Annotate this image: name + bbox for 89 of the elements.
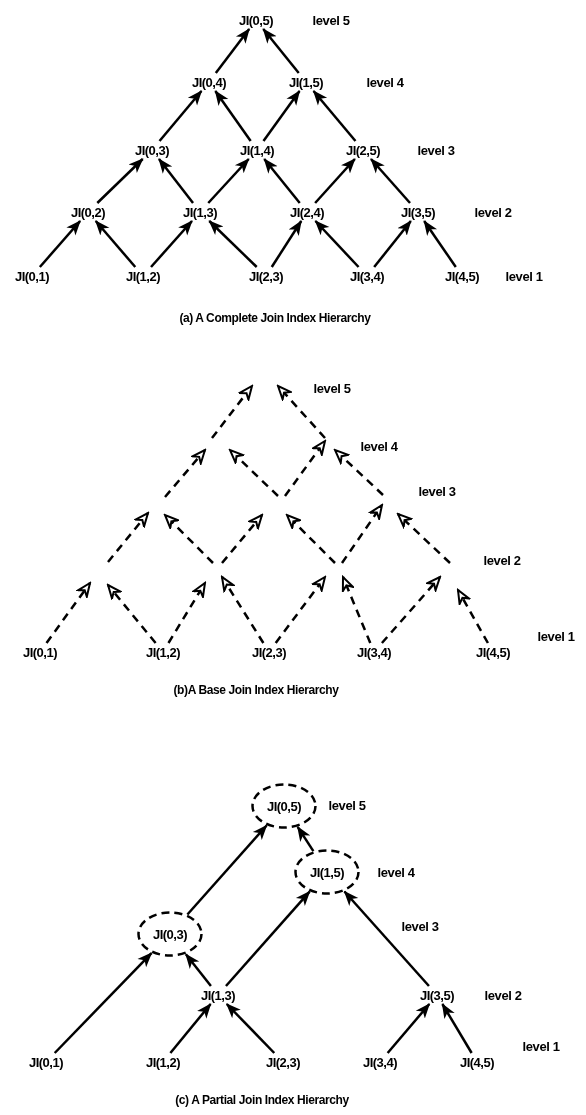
arrow [186, 824, 268, 916]
level-label: level 5 [328, 797, 366, 813]
panel-caption: (a) A Complete Join Index Hierarchy [179, 311, 371, 325]
panel-caption: (b)A Base Join Index Hierarchy [173, 683, 339, 697]
dashed-arrow [107, 584, 157, 644]
arrow [214, 90, 252, 142]
dashed-ellipse-node [137, 911, 203, 957]
dashed-arrow [167, 582, 207, 644]
index-label: JI(4,5) [467, 643, 519, 661]
arrow [270, 220, 303, 268]
index-label: JI(1,3) [174, 203, 226, 221]
dashed-arrow [381, 576, 441, 644]
level-label: level 1 [505, 268, 543, 284]
arrow [150, 220, 193, 268]
index-label: JI(3,5) [411, 986, 463, 1004]
index-label: JI(0,1) [20, 1053, 72, 1071]
level-label: level 2 [483, 552, 521, 568]
dashed-arrow [45, 582, 91, 644]
arrow [94, 220, 137, 268]
level-label: level 2 [474, 204, 512, 220]
arrow [312, 90, 357, 142]
arrow [373, 220, 412, 268]
dashed-arrow [456, 589, 489, 644]
index-label: JI(0,2) [62, 203, 114, 221]
level-label: level 4 [377, 864, 415, 880]
index-label: JI(0,5) [230, 11, 282, 29]
index-label: JI(3,4) [354, 1053, 406, 1071]
arrow [38, 220, 82, 268]
arrow [158, 158, 194, 204]
arrow [314, 220, 360, 268]
index-label: JI(2,4) [281, 203, 333, 221]
panel-caption: (c) A Partial Join Index Hierarchy [175, 1093, 349, 1107]
index-label: JI(4,5) [451, 1053, 503, 1071]
index-label: JI(1,5) [280, 73, 332, 91]
index-label: JI(0,5) [266, 798, 302, 814]
level-label: level 1 [537, 628, 575, 644]
index-label: JI(1,2) [117, 267, 169, 285]
index-label: JI(2,3) [240, 267, 292, 285]
arrow [343, 890, 430, 987]
level-label: level 3 [401, 918, 439, 934]
arrow [423, 220, 457, 268]
arrow [386, 1003, 431, 1054]
arrow [208, 220, 258, 268]
level-label: level 5 [312, 12, 350, 28]
index-label: JI(0,1) [6, 267, 58, 285]
dashed-ellipse-node [294, 849, 360, 895]
index-label: JI(1,4) [231, 141, 283, 159]
arrow [158, 90, 203, 142]
arrow [53, 952, 153, 1054]
arrow [314, 158, 356, 204]
level-label: level 5 [313, 380, 351, 396]
dashed-arrow [274, 576, 326, 644]
level-label: level 4 [366, 74, 404, 90]
arrow [214, 28, 251, 74]
arrow [184, 953, 212, 987]
index-label: JI(1,3) [192, 986, 244, 1004]
index-label: JI(4,5) [436, 267, 488, 285]
index-label: JI(3,4) [341, 267, 393, 285]
level-label: level 2 [484, 987, 522, 1003]
arrow [370, 158, 411, 204]
index-label: JI(0,3) [126, 141, 178, 159]
index-label: JI(2,3) [243, 643, 295, 661]
level-label: level 3 [418, 483, 456, 499]
index-label: JI(3,4) [348, 643, 400, 661]
index-label: JI(0,4) [183, 73, 235, 91]
level-label: level 1 [522, 1038, 560, 1054]
dashed-ellipse-node [251, 783, 317, 829]
index-label: JI(2,3) [257, 1053, 309, 1071]
arrow [441, 1003, 473, 1054]
arrow [207, 158, 250, 204]
arrow [96, 158, 144, 204]
index-label: JI(2,5) [337, 141, 389, 159]
level-label: level 4 [360, 438, 398, 454]
index-label: JI(1,5) [309, 864, 345, 880]
index-label: JI(1,2) [137, 643, 189, 661]
arrow [262, 28, 300, 74]
index-label: JI(0,3) [152, 926, 188, 942]
arrow [225, 1003, 276, 1054]
level-label: level 3 [417, 142, 455, 158]
arrow [225, 890, 311, 987]
index-label: JI(3,5) [392, 203, 444, 221]
dashed-arrow [341, 576, 372, 644]
dashed-arrow [220, 576, 265, 644]
arrow [169, 1003, 212, 1054]
arrow [296, 826, 315, 852]
arrow [262, 90, 301, 142]
arrow [263, 158, 301, 204]
index-label: JI(1,2) [137, 1053, 189, 1071]
index-label: JI(0,1) [14, 643, 66, 661]
